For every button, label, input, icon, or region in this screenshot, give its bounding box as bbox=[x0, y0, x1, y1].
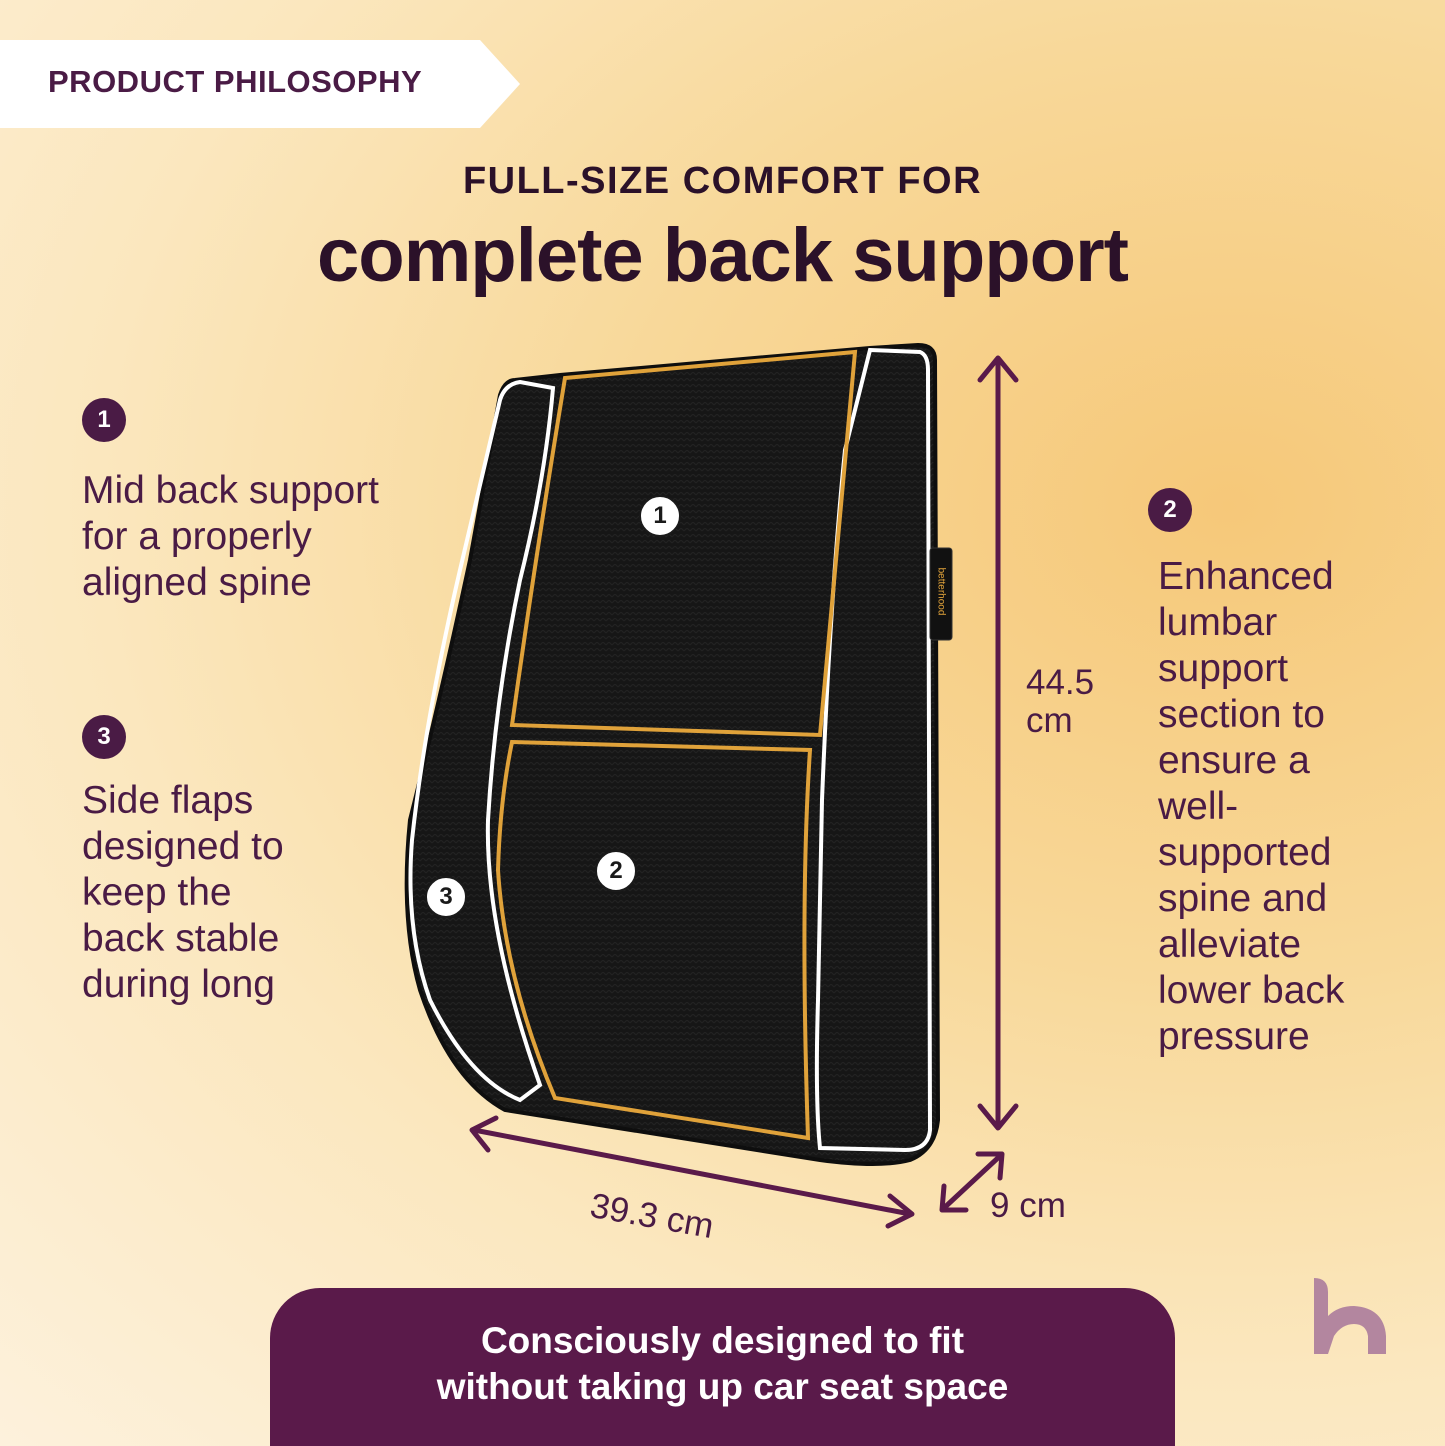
feature-2-line: supported bbox=[1158, 831, 1332, 874]
feature-2-line: Enhanced bbox=[1158, 555, 1334, 598]
width-arrow-head-right bbox=[885, 1193, 915, 1229]
feature-2-line: well- bbox=[1158, 785, 1239, 828]
side-flap-trim bbox=[408, 379, 556, 1103]
height-arrow-head-top bbox=[977, 355, 1019, 383]
height-unit: cm bbox=[1026, 701, 1073, 740]
feature-2-line: support bbox=[1158, 647, 1289, 690]
depth-label: 9 cm bbox=[990, 1186, 1066, 1225]
feature-2-text: Enhanced lumbar support section to ensur… bbox=[1158, 554, 1344, 1060]
feature-1-badge: 1 bbox=[82, 398, 126, 442]
depth-arrow-head-low bbox=[939, 1183, 969, 1213]
feature-1-line: Mid back support bbox=[82, 469, 379, 512]
footer-text: Consciously designed to fit without taki… bbox=[270, 1318, 1175, 1410]
width-arrow-line bbox=[471, 1127, 913, 1217]
feature-3-line: keep the bbox=[82, 871, 232, 914]
feature-3-badge: 3 bbox=[82, 715, 126, 759]
feature-2-line: ensure a bbox=[1158, 739, 1310, 782]
feature-2-badge: 2 bbox=[1148, 488, 1192, 532]
feature-2-line: pressure bbox=[1158, 1015, 1310, 1058]
tag-banner bbox=[0, 40, 520, 128]
feature-3-line: Side flaps bbox=[82, 779, 254, 822]
feature-1-text: Mid back support for a properly aligned … bbox=[82, 468, 379, 606]
height-value: 44.5 bbox=[1026, 663, 1095, 702]
footer-line-1: Consciously designed to fit bbox=[480, 1320, 965, 1361]
feature-3-text: Side flaps designed to keep the back sta… bbox=[82, 778, 284, 1008]
betterhood-b-logo-icon bbox=[1314, 1278, 1386, 1354]
brand-label-tag bbox=[929, 547, 953, 641]
headline-small: FULL-SIZE COMFORT FOR bbox=[462, 160, 983, 202]
mid-back-panel-trim bbox=[509, 349, 858, 738]
feature-1-line: aligned spine bbox=[82, 561, 312, 604]
feature-3-line: during long bbox=[82, 963, 275, 1006]
marker-2: 2 bbox=[595, 850, 637, 892]
height-arrow-head-bottom bbox=[977, 1103, 1019, 1131]
feature-2-line: lower back bbox=[1158, 969, 1345, 1012]
feature-2-line: section to bbox=[1158, 693, 1325, 736]
footer-banner bbox=[270, 1288, 1175, 1446]
feature-2-line: lumbar bbox=[1158, 601, 1278, 644]
footer-line-2: without taking up car seat space bbox=[436, 1366, 1009, 1407]
height-label: 44.5 cm bbox=[1026, 664, 1094, 740]
width-arrow-head-left bbox=[469, 1115, 499, 1153]
headline-big: complete back support bbox=[317, 213, 1129, 298]
feature-2-line: alleviate bbox=[1158, 923, 1302, 966]
lumbar-panel-trim bbox=[495, 739, 813, 1141]
feature-3-line: back stable bbox=[82, 917, 280, 960]
marker-1: 1 bbox=[639, 495, 681, 537]
depth-arrow-line bbox=[941, 1153, 1003, 1211]
feature-2-line: spine and bbox=[1158, 877, 1328, 920]
feature-1-line: for a properly bbox=[82, 515, 312, 558]
feature-3-line: designed to bbox=[82, 825, 284, 868]
marker-3: 3 bbox=[425, 876, 467, 918]
depth-arrow-head-high bbox=[975, 1151, 1005, 1181]
tag-label: PRODUCT PHILOSOPHY bbox=[48, 64, 423, 99]
